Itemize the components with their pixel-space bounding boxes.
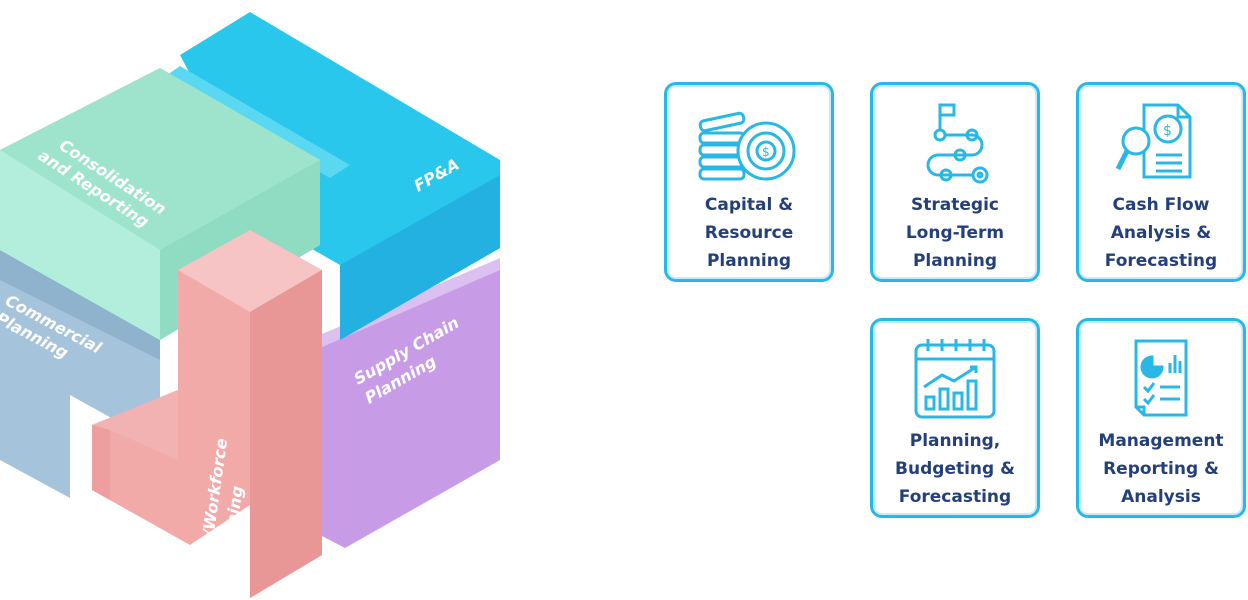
- calendar-chart-icon: [900, 333, 1010, 423]
- card-label: Capital & Resource Planning: [704, 195, 794, 271]
- hr-workforce-block: [92, 230, 322, 598]
- card-planning-budgeting-forecasting: Planning, Budgeting & Forecasting: [870, 318, 1040, 518]
- card-label: Planning, Budgeting & Forecasting: [895, 431, 1015, 507]
- card-strategic-long-term-planning: Strategic Long-Term Planning: [870, 82, 1040, 282]
- roadmap-icon: [900, 97, 1010, 187]
- planning-cube: Consolidation and Reporting FP&A Commerc…: [0, 12, 500, 598]
- card-label: Strategic Long-Term Planning: [905, 195, 1005, 271]
- card-label: Cash Flow Analysis & Forecasting: [1104, 195, 1218, 271]
- card-cash-flow-analysis: $ Cash Flow Analysis & Forecasting: [1076, 82, 1246, 282]
- svg-text:$: $: [1163, 123, 1172, 139]
- report-checklist-icon: [1106, 333, 1216, 423]
- coins-gear-icon: $: [694, 97, 804, 187]
- card-label: Management Reporting & Analysis: [1098, 431, 1224, 507]
- card-management-reporting-analysis: Management Reporting & Analysis: [1076, 318, 1246, 518]
- document-magnifier-icon: $: [1106, 97, 1216, 187]
- svg-text:$: $: [762, 145, 770, 159]
- card-capital-resource-planning: $ Capital & Resource Planning: [664, 82, 834, 282]
